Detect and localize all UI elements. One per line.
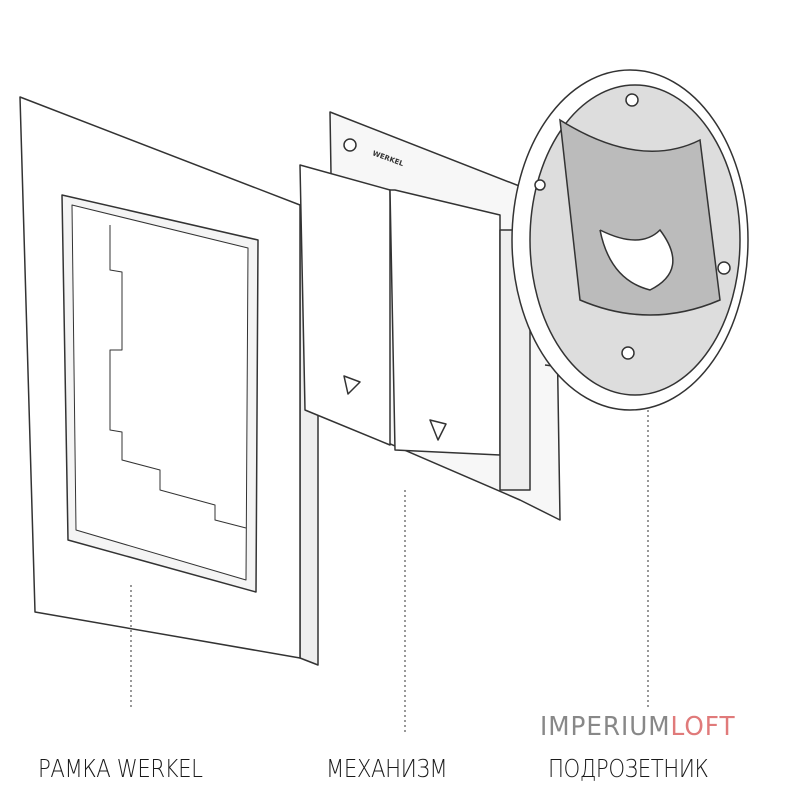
mounting-box — [511, 69, 749, 411]
box-label: ПОДРОЗЕТНИК — [548, 754, 709, 783]
watermark-part1: IMPERIUM — [540, 712, 671, 742]
leader-lines — [130, 410, 649, 735]
watermark: IMPERIUMLOFT — [540, 712, 736, 742]
mechanism — [299, 111, 611, 521]
mechanism-label: МЕХАНИЗМ — [326, 754, 448, 783]
watermark-part2: LOFT — [670, 712, 736, 742]
frame — [19, 96, 319, 666]
frame-label: РАМКА WERKEL — [38, 754, 203, 783]
